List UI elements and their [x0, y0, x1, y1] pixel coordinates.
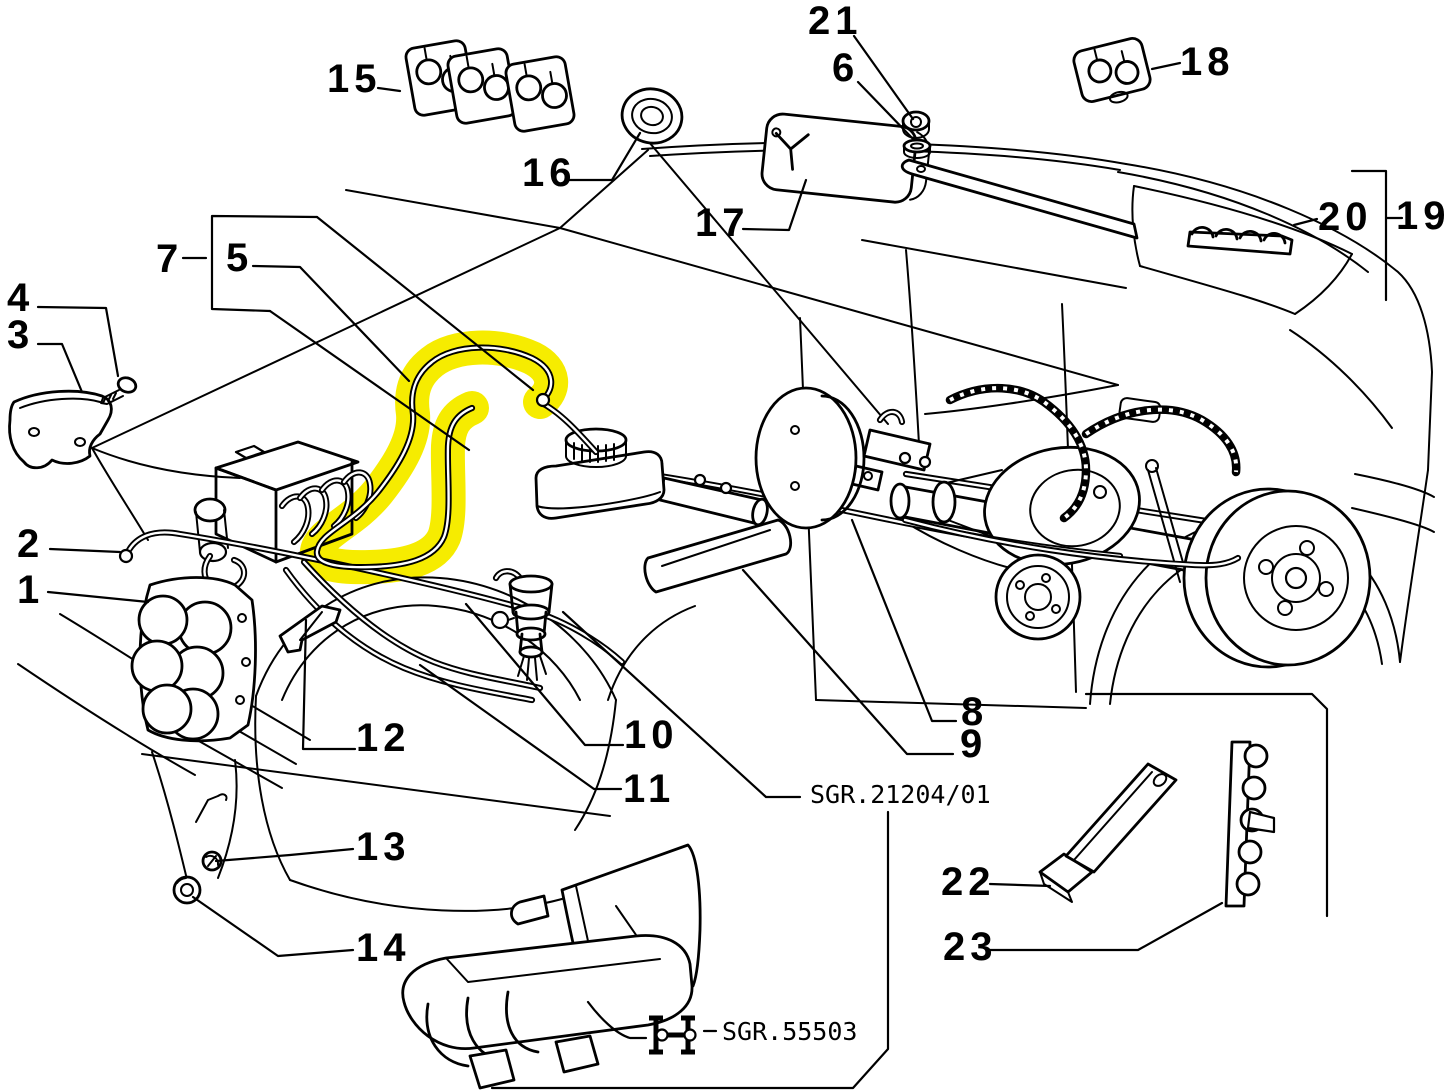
leader-7-5-bracket — [181, 214, 319, 313]
reference-labels: SGR.21204/01 SGR.55503 — [722, 780, 991, 1046]
proportioning-valve — [490, 568, 554, 681]
leader-18 — [1150, 61, 1182, 71]
pipe-end-fitting — [118, 548, 134, 564]
callout-22: 22 — [941, 860, 996, 904]
grommet-16 — [620, 87, 684, 145]
bracket-plate-3 — [8, 389, 113, 470]
nut-13 — [201, 850, 223, 872]
front-lamp-cluster — [130, 576, 257, 743]
leader-1 — [46, 590, 150, 604]
leader-4 — [36, 305, 120, 378]
axle-reference: SGR.55503 — [722, 1017, 857, 1046]
master-cylinder — [534, 427, 769, 527]
leader-lines — [36, 34, 1404, 1040]
callout-19: 19 — [1396, 194, 1445, 238]
bracket-22 — [1038, 762, 1178, 903]
callout-2: 2 — [17, 522, 44, 566]
callout-14: 14 — [356, 926, 411, 970]
leader-8 — [850, 518, 958, 723]
leader-16 — [566, 131, 642, 182]
callout-1: 1 — [17, 568, 44, 612]
callout-10: 10 — [624, 713, 679, 757]
leader-23 — [988, 901, 1224, 952]
washer-6 — [902, 138, 932, 159]
leader-sgr-procedure — [561, 610, 802, 799]
callout-8: 8 — [961, 690, 988, 734]
callout-23: 23 — [943, 925, 998, 969]
leader-19 — [1350, 169, 1404, 302]
callout-17: 17 — [695, 201, 750, 245]
leader-11 — [418, 663, 623, 791]
leader-17 — [741, 178, 808, 232]
callout-12: 12 — [356, 716, 411, 760]
callout-21: 21 — [808, 0, 863, 43]
fluid-reservoir — [534, 450, 666, 520]
leader-7b — [268, 309, 471, 452]
pedal-bracket-assembly — [401, 843, 702, 1090]
callout-18: 18 — [1180, 40, 1235, 84]
support-strap — [900, 158, 1139, 240]
leader-2 — [48, 547, 122, 554]
leader-21 — [852, 34, 915, 121]
callout-6: 6 — [832, 46, 859, 90]
leader-13 — [214, 847, 355, 863]
leader-22 — [988, 882, 1052, 888]
bolt-4 — [100, 376, 138, 405]
callout-20: 20 — [1318, 195, 1373, 239]
leader-3 — [36, 342, 84, 394]
pipe-clip-strip-15 — [404, 39, 576, 133]
leader-sgr-axle — [586, 1000, 718, 1040]
leader-6 — [856, 80, 916, 142]
leader-15 — [376, 86, 402, 93]
protective-sleeve — [643, 518, 793, 594]
pipe-clip-18 — [1072, 37, 1152, 104]
leader-7a — [315, 215, 535, 392]
sub-diagram-frames — [490, 692, 1329, 1090]
procedure-reference: SGR.21204/01 — [810, 780, 991, 809]
callout-4: 4 — [7, 276, 34, 320]
brake-booster — [754, 386, 866, 530]
axle-schematic-icon — [649, 1015, 697, 1055]
rubber-pad-17 — [760, 112, 930, 204]
nut-21 — [901, 110, 931, 139]
callout-13: 13 — [356, 825, 411, 869]
leader-10 — [464, 602, 625, 747]
callout-labels: 1 2 3 4 5 6 7 8 9 10 11 12 13 14 15 16 1… — [7, 0, 1445, 970]
pipe-clip-strip-23 — [1224, 740, 1276, 908]
callout-11: 11 — [623, 767, 675, 811]
leader-9 — [741, 568, 955, 756]
differential-housing — [983, 445, 1141, 567]
callout-7: 7 — [156, 237, 183, 281]
callout-9: 9 — [960, 722, 987, 766]
leader-14 — [191, 895, 355, 958]
pipe-union-bracket — [862, 428, 932, 472]
callout-3: 3 — [7, 313, 34, 357]
car-body-outline — [17, 121, 1435, 912]
brake-pipes — [118, 472, 1242, 704]
callout-15: 15 — [327, 57, 382, 101]
leader-20 — [1292, 217, 1319, 227]
callout-16: 16 — [522, 151, 577, 195]
left-hub-drum — [994, 553, 1082, 641]
leader-12 — [301, 618, 357, 751]
rear-axle-assembly — [850, 383, 1372, 669]
pipe-union — [535, 392, 551, 408]
callout-5: 5 — [226, 236, 253, 280]
bracket-12 — [278, 604, 342, 654]
pipe-clip-20 — [1186, 225, 1294, 256]
leader-5 — [251, 264, 411, 383]
